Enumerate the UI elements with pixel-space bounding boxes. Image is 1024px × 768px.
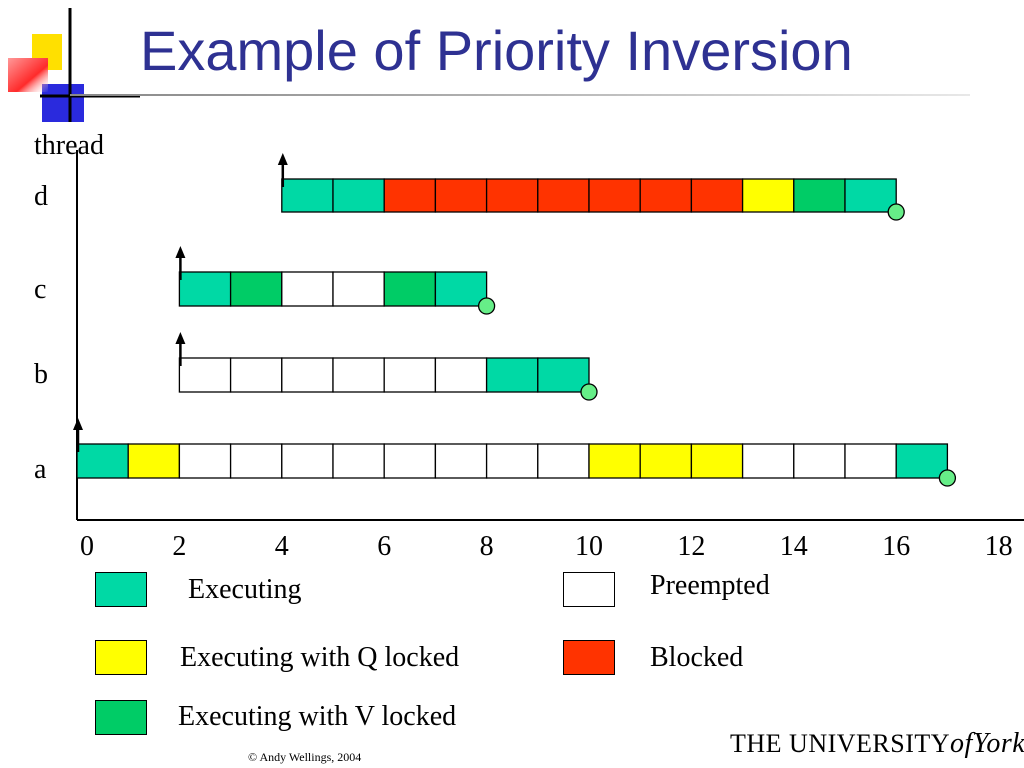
x-tick-label: 4 (275, 531, 289, 562)
completion-circle-icon (887, 203, 905, 221)
x-tick-label: 16 (882, 531, 910, 562)
release-arrowhead-icon (175, 332, 186, 344)
x-tick-label: 8 (480, 531, 494, 562)
state-cell (434, 357, 488, 393)
state-cell (178, 357, 232, 393)
state-cell (332, 357, 385, 393)
state-cell (741, 178, 795, 213)
state-cell (537, 178, 590, 213)
state-cell (281, 357, 334, 393)
state-cell (588, 443, 641, 479)
state-cell (434, 443, 488, 479)
university-logo-text: THE UNIVERSITYofYork (730, 728, 1024, 760)
x-tick-label: 6 (377, 531, 391, 562)
state-cell (383, 178, 437, 213)
state-cell (178, 271, 232, 307)
legend-label: Preempted (650, 570, 770, 601)
thread-rows: d c b a (34, 153, 957, 487)
legend-label: Executing with Q locked (180, 642, 460, 673)
state-cell (793, 443, 846, 479)
state-cell (690, 178, 744, 213)
state-cell (332, 271, 385, 307)
thread-row-d: d (34, 153, 905, 221)
state-cell (383, 271, 437, 307)
state-cell (127, 443, 181, 479)
legend-swatch (95, 572, 147, 607)
legend-label: Blocked (650, 642, 744, 673)
copyright-footer: © Andy Wellings, 2004 (248, 750, 362, 764)
state-cell (434, 271, 488, 307)
state-cell (690, 443, 744, 479)
completion-circle-icon (938, 469, 957, 487)
thread-row-b: b (34, 332, 598, 401)
state-cell (281, 178, 334, 213)
thread-label: d (34, 181, 48, 212)
thread-row-c: c (34, 246, 496, 315)
state-cell (383, 357, 437, 393)
state-cell (76, 443, 129, 479)
timeline-diagram: 0 2 4 6 8 10 12 14 16 18 d c b a (34, 150, 1024, 562)
state-cell (281, 271, 334, 307)
release-arrowhead-icon (175, 246, 186, 258)
page-title: Example of Priority Inversion (140, 19, 853, 82)
thread-label: b (34, 359, 48, 390)
legend-swatch (95, 640, 147, 675)
university-prefix: THE UNIVERSITY (730, 729, 951, 758)
state-cell (485, 178, 539, 213)
x-tick-label: 2 (172, 531, 186, 562)
x-tick-label: 14 (780, 531, 808, 562)
state-cell (639, 443, 693, 479)
state-cell (588, 178, 641, 213)
legend-swatch (95, 700, 147, 735)
state-cell (332, 443, 385, 479)
state-cell (741, 443, 795, 479)
thread-row-a: a (34, 418, 957, 487)
legend-label: Executing (188, 574, 302, 605)
legend-swatch (563, 572, 615, 607)
x-tick-label: 0 (80, 531, 94, 562)
completion-circle-icon (477, 297, 496, 315)
state-cell (229, 443, 283, 479)
state-cell (332, 178, 385, 213)
state-cell (485, 357, 539, 393)
state-cell (895, 443, 949, 479)
state-cell (537, 443, 590, 479)
legend-label: Executing with V locked (178, 701, 457, 732)
release-arrowhead-icon (277, 153, 288, 165)
thread-label: a (34, 454, 47, 485)
state-cell (793, 178, 846, 213)
state-cell (844, 443, 897, 479)
x-tick-label: 18 (985, 531, 1013, 562)
state-cell (434, 178, 488, 213)
state-cell (639, 178, 693, 213)
completion-circle-icon (580, 383, 598, 401)
state-cell (229, 357, 283, 393)
colored-squares-logo-icon (8, 8, 140, 122)
release-arrowhead-icon (73, 418, 83, 430)
state-cell (281, 443, 334, 479)
state-cell (485, 443, 539, 479)
state-cell (229, 271, 283, 307)
university-name: York (972, 728, 1024, 759)
state-cell (537, 357, 590, 393)
thread-label: c (34, 274, 46, 305)
y-axis-label: thread (34, 130, 104, 161)
x-tick-label: 12 (677, 531, 705, 562)
state-cell (178, 443, 232, 479)
state-cell (844, 178, 897, 213)
university-of: of (950, 728, 973, 759)
legend-swatch (563, 640, 615, 675)
state-cell (383, 443, 437, 479)
x-tick-label: 10 (575, 531, 603, 562)
x-tick-labels: 0 2 4 6 8 10 12 14 16 18 (80, 531, 1013, 562)
title-rule (70, 94, 970, 96)
